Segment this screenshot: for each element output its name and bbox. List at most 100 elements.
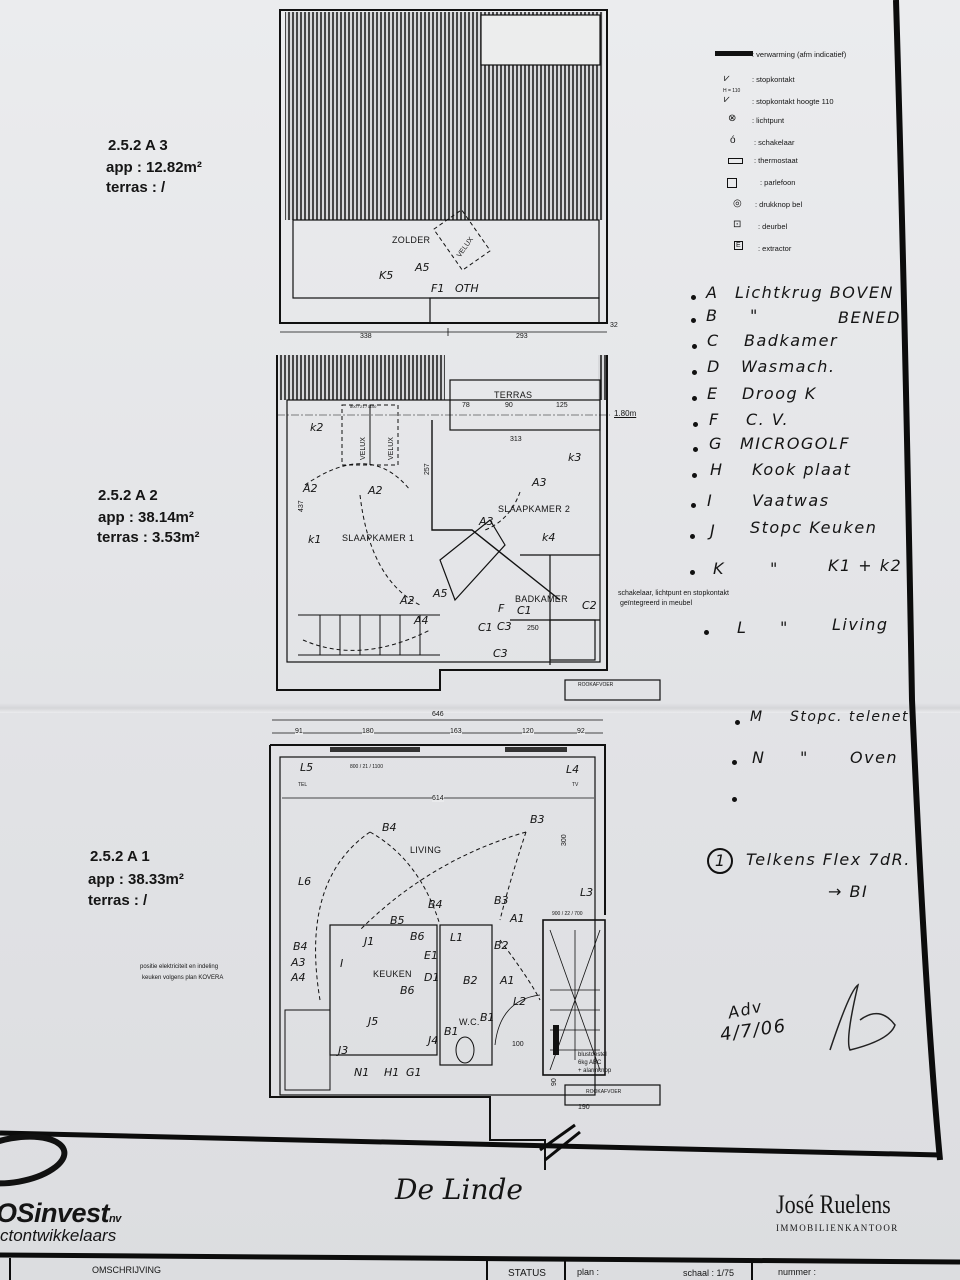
bullet — [692, 344, 697, 349]
title-block-number: nummer : — [778, 1267, 817, 1277]
room-wc: W.C. — [459, 1017, 480, 1027]
kitchen-note: positie elektriciteit en indeling — [140, 964, 219, 970]
circuit-label: C2 — [582, 599, 597, 612]
room-slaapkamer-2: SLAAPKAMER 2 — [498, 504, 571, 514]
circuit-text: Stopc. telenet — [790, 709, 910, 725]
dimension: 800 / 21 / 1100 — [350, 764, 383, 770]
circuit-label: k2 — [310, 421, 324, 434]
circuit-label: A4 — [414, 614, 429, 627]
switch-icon: ó — [730, 135, 736, 146]
title-block-omschrijving: OMSCHRIJVING — [92, 1265, 162, 1275]
circuit-text: Badkamer — [744, 331, 839, 350]
circuit-label: F — [498, 602, 505, 615]
circuit-label: J1 — [364, 935, 375, 948]
circuit-label: k1 — [308, 533, 322, 546]
circuit-label: A5 — [415, 261, 430, 274]
floor-a3 — [279, 9, 608, 336]
circuit-label: J5 — [368, 1015, 379, 1028]
circuit-label: G1 — [406, 1066, 422, 1079]
bullet — [692, 473, 697, 478]
velux-label: VELUX — [387, 437, 395, 460]
circuit-label: C1 — [478, 621, 493, 634]
room-zolder: ZOLDER — [392, 235, 431, 245]
signature-mark — [829, 983, 896, 1051]
circuit-letter: H — [710, 460, 724, 479]
dimension: 120 — [522, 728, 534, 735]
circuit-label: B2 — [463, 974, 478, 987]
circuit-text: " — [800, 748, 809, 767]
room-keuken: KEUKEN — [373, 969, 412, 979]
velux-label: VELUX — [359, 437, 367, 460]
dimension: 614 — [432, 795, 444, 802]
bullet — [732, 760, 737, 765]
rookafvoer-label: ROOKAFVOER — [586, 1089, 622, 1095]
dimension: 190 — [578, 1104, 590, 1111]
circuit-label: B1 — [444, 1025, 459, 1038]
circuit-label: k4 — [542, 531, 556, 544]
circuit-letter: N — [752, 748, 766, 767]
circuit-label: L4 — [566, 763, 580, 776]
circuit-text: " — [770, 559, 779, 578]
rookafvoer-label: ROOKAFVOER — [578, 682, 614, 688]
unit-a1-id: 2.5.2 A 1 — [90, 848, 150, 865]
circuit-extra: BENED — [838, 308, 901, 327]
circuit-label: A2 — [303, 482, 318, 495]
unit-a3-area: app : 12.82m² — [106, 159, 202, 176]
doorbell-icon: ⊡ — [733, 219, 742, 230]
circuit-letter: B — [706, 306, 719, 325]
dimension: 900 / 22 / 700 — [552, 911, 583, 917]
circuit-label: A2 — [400, 594, 415, 607]
legend-label: : verwarming (afm indicatief) — [752, 50, 847, 59]
dimension: 32 — [610, 322, 618, 329]
circuit-text: Kook plaat — [752, 460, 852, 479]
tel-socket-label: TEL — [298, 782, 308, 788]
circuit-text: Stopc Keuken — [750, 518, 878, 537]
circuit-label: L3 — [580, 886, 594, 899]
floor-a2 — [276, 355, 661, 701]
circuit-letter: M — [750, 709, 764, 725]
dimension: 313 — [510, 436, 522, 443]
circuit-label: A1 — [500, 974, 515, 987]
circuit-text: C. V. — [746, 410, 790, 429]
unit-a2-terrace: terras : 3.53m² — [97, 529, 200, 546]
bullet — [692, 396, 697, 401]
circuit-letter: I — [707, 491, 714, 510]
developer-subtitle: ctontwikkelaars — [0, 1226, 117, 1245]
dimension: 293 — [516, 333, 528, 340]
circuit-letter: K — [713, 559, 725, 578]
dimension: 125 — [556, 402, 568, 409]
bullet — [735, 720, 740, 725]
unit-a1-area: app : 38.33m² — [88, 871, 184, 888]
circuit-text: Wasmach. — [741, 357, 836, 376]
circuit-text: " — [750, 306, 759, 325]
circuit-letter: C — [707, 331, 720, 350]
dimension: 437 — [298, 500, 305, 512]
title-block-status: STATUS — [508, 1268, 546, 1279]
circuit-letter: J — [710, 521, 717, 540]
paper-fold — [0, 703, 960, 713]
circuit-label: D1 — [424, 971, 440, 984]
bullet — [691, 295, 696, 300]
legend-label: : drukknop bel — [755, 200, 803, 209]
circuit-label: F1 — [431, 282, 445, 295]
legend-label: : stopkontakt — [752, 75, 795, 84]
circuit-label: E1 — [424, 949, 438, 962]
circuit-letter: L — [737, 618, 748, 637]
circuit-label: A1 — [510, 912, 525, 925]
dimension: 646 — [432, 711, 444, 718]
bullet — [691, 503, 696, 508]
floor-a1 — [269, 719, 661, 1170]
bullet — [732, 797, 737, 802]
circuit-letter: A — [706, 283, 719, 302]
room-slaapkamer-1: SLAAPKAMER 1 — [342, 533, 415, 543]
circuit-text: Vaatwas — [752, 491, 830, 510]
dimension: 180 — [362, 728, 374, 735]
socket-icon: ⩗ — [724, 73, 730, 84]
unit-a3-terrace: terras : / — [106, 179, 166, 196]
legend-label: : schakelaar — [754, 138, 795, 147]
circuit-extra: K1 + k2 — [828, 556, 903, 575]
legend-label: : extractor — [758, 244, 792, 253]
furniture-note: schakelaar, lichtpunt en stopkontakt — [618, 590, 729, 597]
